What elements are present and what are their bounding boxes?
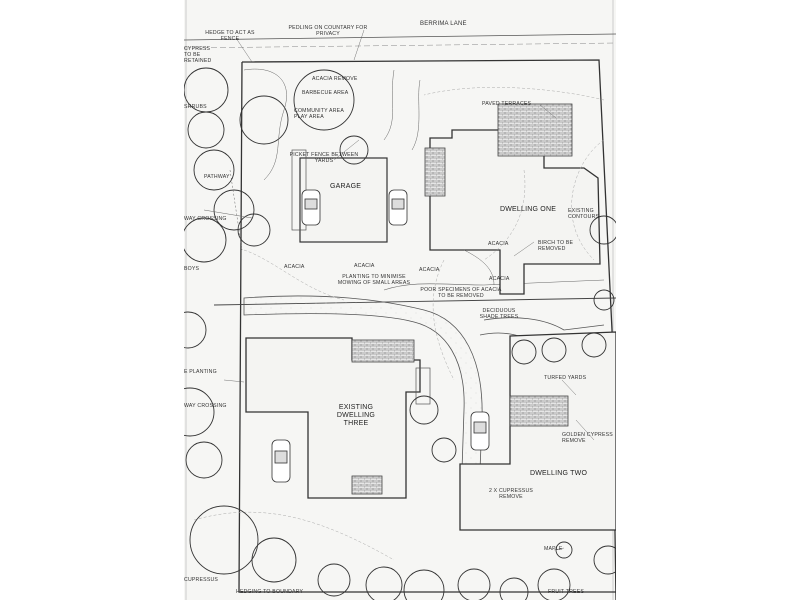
tree-symbols [184,67,616,600]
barbecue-note: BARBECUE AREA [302,90,349,96]
road-edge-line [184,33,616,41]
site-plan-drawing [184,0,616,600]
car-marker [388,189,408,226]
maple-note: MAPLE [544,546,563,552]
cypress-note: CYPRESS TO BE RETAINED [184,46,212,64]
poor-specimens-note: POOR SPECIMENS OF ACACIA TO BE REMOVED [420,287,502,299]
dwelling-one-building [429,125,601,295]
contour-lines [193,87,605,561]
acacia-label: ACACIA [354,263,375,269]
crossing-note-bottom: WAY CROSSING [184,403,227,409]
crossing-note-top: WAY CROSSING [184,216,227,222]
leader-lines [223,29,595,551]
paved-terrace [497,103,573,157]
dwelling-three-label: EXISTING DWELLING THREE [336,404,376,427]
road-label: BERRIMA LANE [420,21,467,27]
fruit-trees-note: FRUIT TREES [548,589,585,595]
site-plan-sheet: BERRIMA LANE PEDLING ON COUNTARY FOR PRI… [184,0,616,600]
fence-note: PEDLING ON COUNTARY FOR PRIVACY [288,25,368,37]
acacia-label: ACACIA [488,241,509,247]
car-marker [301,189,321,226]
hedge-line [243,68,287,181]
dwelling-two-label: DWELLING TWO [530,470,588,477]
acacia-label: ACACIA [284,264,305,270]
hedge-note: HEDGE TO ACT AS FENCE [205,30,255,42]
acacia-label: ACACIA [419,267,440,273]
community-note: COMMUNITY AREA PLAY AREA [294,108,344,120]
golden-cypress-note: GOLDEN CYPRESS REMOVE [562,432,613,444]
deciduous-note: DECIDUOUS SHADE TREES [479,308,519,320]
planting-left-note: E PLANTING [184,369,217,375]
car-marker [470,411,490,451]
cupressus-remove-note: 2 X CUPRESSUS REMOVE [488,488,534,500]
contours-note: EXISTING CONTOURS [568,208,600,220]
birch-note: BIRCH TO BE REMOVED [538,240,574,252]
acacia-note: ACACIA REMOVE [312,76,358,82]
cupressus-note: CUPRESSUS [184,577,219,583]
picket-fence-note: PICKET FENCE BETWEEN YARDS [289,152,359,164]
hedging-boundary-note: HEDGING TO BOUNDARY [236,589,304,595]
planting-note: PLANTING TO MINIMISE MOWING OF SMALL ARE… [337,274,411,286]
car-marker [271,439,291,483]
boys-note: BOYS [184,266,200,272]
terrace-note: PAVED TERRACES [482,101,532,107]
shrubs-note: SHRUBS [184,104,207,110]
dwelling-two-building [459,331,616,531]
garage-label: GARAGE [330,183,362,190]
acacia-label: ACACIA [489,276,510,282]
pathway-note: PATHWAY [204,174,230,180]
turfed-yards-note: TURFED YARDS [544,375,587,381]
dwelling-one-label: DWELLING ONE [500,206,557,213]
